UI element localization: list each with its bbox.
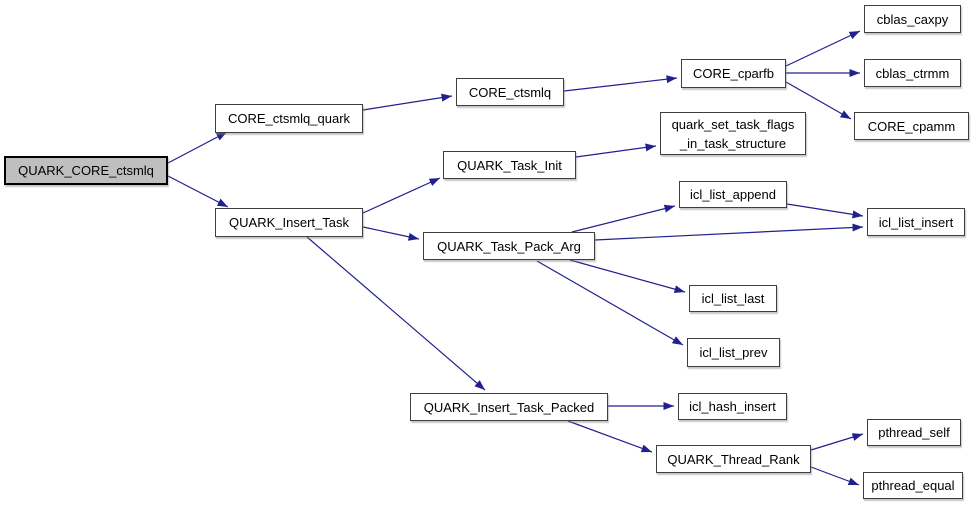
graph-node-core-cparfb[interactable]: CORE_cparfb	[681, 59, 786, 88]
graph-node-quark-task-init[interactable]: QUARK_Task_Init	[443, 151, 576, 179]
graph-node-label: icl_list_append	[689, 187, 776, 202]
edge-quark-task-pack-arg-to-icl-list-append	[571, 204, 676, 233]
edge-quark-task-pack-arg-to-icl-list-insert	[594, 223, 864, 241]
graph-node-icl-list-append[interactable]: icl_list_append	[679, 181, 787, 208]
graph-node-quark-insert-task[interactable]: QUARK_Insert_Task	[215, 208, 363, 237]
graph-node-label: icl_list_last	[701, 291, 765, 306]
graph-node-label: cblas_caxpy	[876, 11, 949, 27]
edge-quark-core-ctsmlq-to-quark-insert-task	[167, 175, 229, 208]
edge-quark-core-ctsmlq-to-core-ctsmlq-quark	[167, 131, 228, 164]
graph-node-quark-insert-task-packed[interactable]: QUARK_Insert_Task_Packed	[410, 393, 608, 421]
graph-node-quark-task-pack-arg[interactable]: QUARK_Task_Pack_Arg	[423, 232, 595, 260]
edge-quark-insert-task-to-quark-insert-task-packed	[306, 236, 486, 391]
graph-node-label: QUARK_Insert_Task	[229, 215, 349, 230]
graph-node-label: CORE_cpamm	[867, 118, 956, 134]
graph-node-label: icl_list_prev	[699, 345, 768, 360]
edge-core-cparfb-to-cblas-caxpy	[785, 30, 861, 67]
graph-node-label: pthread_self	[878, 425, 950, 440]
graph-node-label: CORE_cparfb	[693, 66, 774, 81]
graph-node-label: icl_hash_insert	[689, 399, 776, 414]
graph-node-label: pthread_equal	[871, 478, 955, 493]
edge-quark-task-pack-arg-to-icl-list-last	[569, 259, 686, 294]
graph-node-label: QUARK_Thread_Rank	[667, 451, 800, 467]
graph-node-pthread-equal[interactable]: pthread_equal	[863, 472, 963, 499]
graph-node-label: QUARK_CORE_ctsmlq	[18, 163, 154, 178]
graph-node-icl-list-insert[interactable]: icl_list_insert	[867, 208, 965, 236]
graph-node-label: QUARK_Insert_Task_Packed	[423, 399, 595, 415]
graph-node-quark-set-task-flags[interactable]: quark_set_task_flags _in_task_structure	[660, 112, 806, 155]
graph-node-label: QUARK_Task_Init	[457, 157, 562, 173]
edge-quark-thread-rank-to-pthread-equal	[810, 466, 860, 486]
graph-node-label: quark_set_task_flags _in_task_structure	[671, 116, 795, 151]
edge-core-cparfb-to-core-cpamm	[785, 81, 852, 120]
graph-node-cblas-caxpy[interactable]: cblas_caxpy	[864, 5, 961, 33]
edge-quark-insert-task-to-quark-task-init	[362, 177, 441, 214]
edge-quark-insert-task-to-quark-task-pack-arg	[362, 226, 420, 241]
graph-node-core-ctsmlq-quark[interactable]: CORE_ctsmlq_quark	[215, 104, 363, 133]
edge-icl-list-append-to-icl-list-insert	[786, 203, 864, 219]
edge-quark-thread-rank-to-pthread-self	[810, 433, 864, 451]
graph-node-label: cblas_ctrmm	[875, 65, 950, 81]
graph-node-cblas-ctrmm[interactable]: cblas_ctrmm	[864, 59, 961, 87]
edge-quark-insert-task-packed-to-quark-thread-rank	[567, 420, 653, 453]
graph-node-label: icl_list_insert	[878, 214, 954, 230]
graph-node-label: CORE_ctsmlq	[468, 84, 552, 100]
graph-node-icl-list-prev[interactable]: icl_list_prev	[687, 338, 780, 367]
graph-node-label: QUARK_Task_Pack_Arg	[437, 238, 581, 254]
edge-quark-task-pack-arg-to-icl-list-prev	[536, 260, 684, 346]
graph-node-core-cpamm[interactable]: CORE_cpamm	[854, 112, 969, 140]
edge-core-ctsmlq-to-core-cparfb	[563, 75, 678, 92]
edge-core-ctsmlq-quark-to-core-ctsmlq	[362, 93, 453, 111]
graph-node-icl-hash-insert[interactable]: icl_hash_insert	[678, 393, 787, 420]
graph-node-quark-thread-rank[interactable]: QUARK_Thread_Rank	[656, 445, 811, 473]
graph-node-label: CORE_ctsmlq_quark	[227, 111, 351, 126]
graph-node-core-ctsmlq[interactable]: CORE_ctsmlq	[456, 78, 564, 106]
graph-node-pthread-self[interactable]: pthread_self	[867, 419, 961, 446]
graph-node-quark-core-ctsmlq: QUARK_CORE_ctsmlq	[4, 156, 168, 185]
edge-quark-task-init-to-quark-set-task-flags	[575, 143, 657, 158]
graph-node-icl-list-last[interactable]: icl_list_last	[689, 285, 777, 312]
